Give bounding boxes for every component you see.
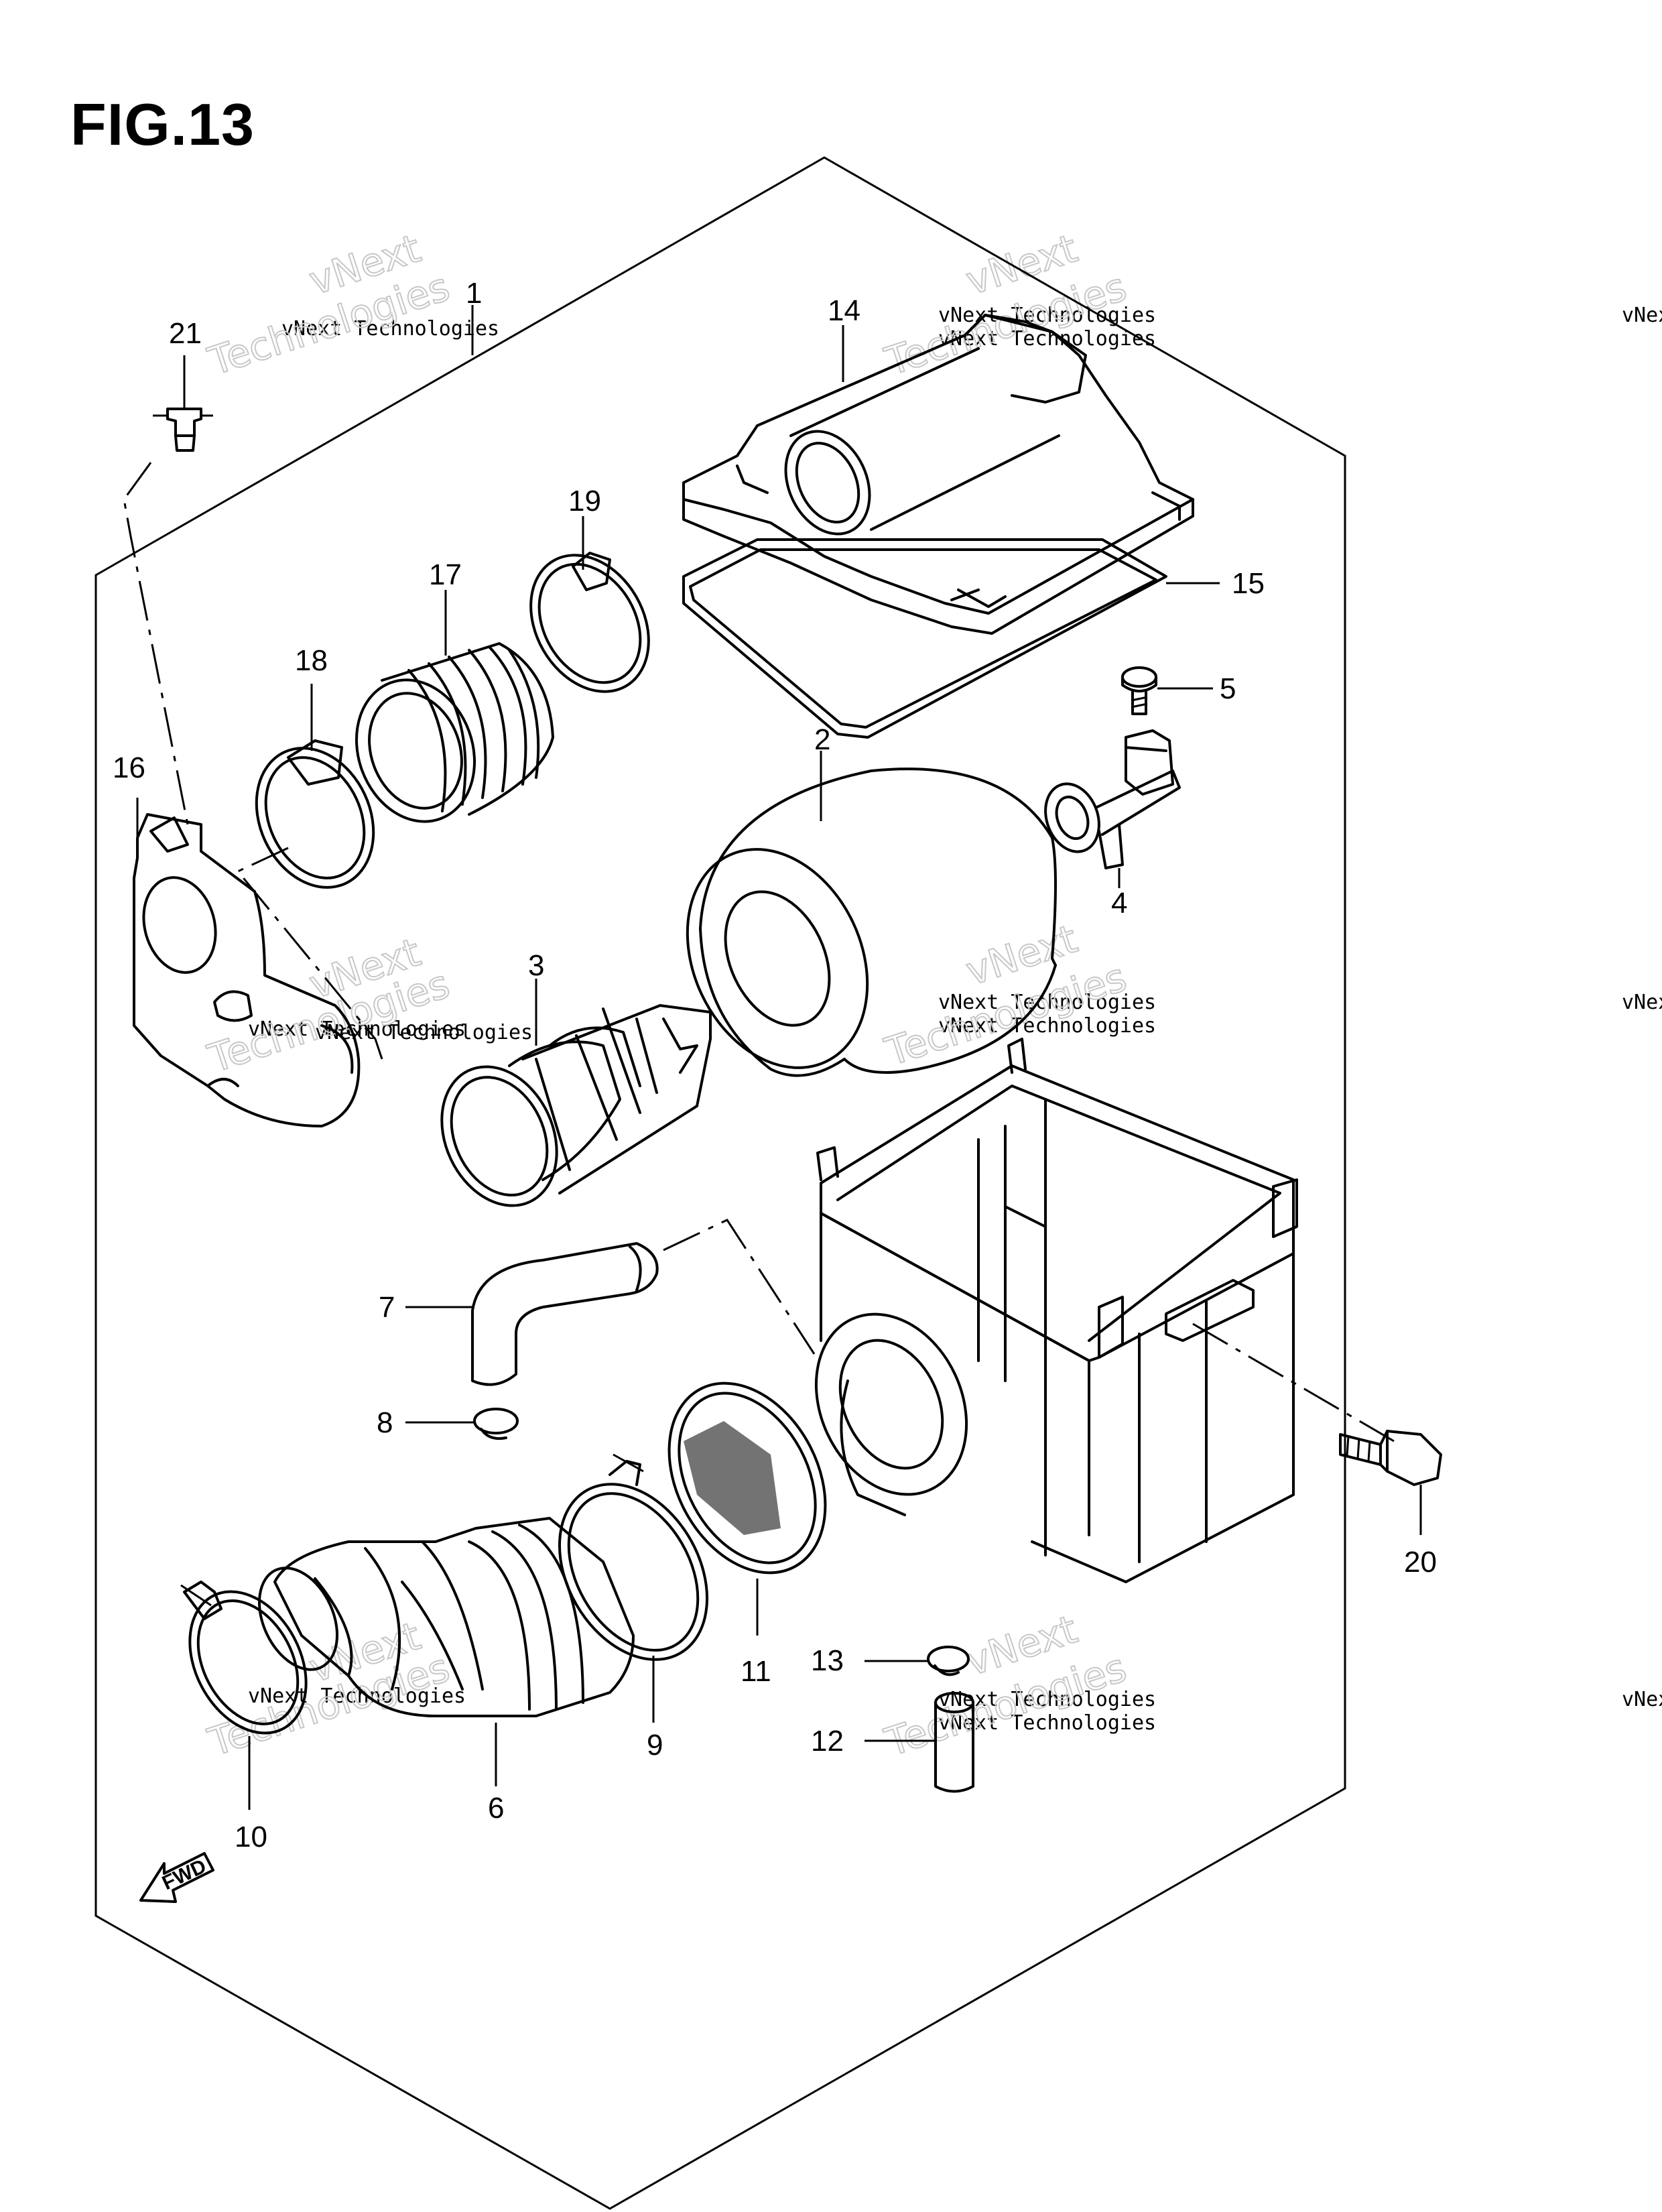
watermark-small: vNext Technologies — [938, 304, 1156, 327]
callouts: 1 2 3 4 5 6 7 8 9 10 11 12 13 14 15 16 1… — [113, 277, 1437, 1853]
part-8-clip — [473, 1408, 519, 1440]
watermark-small: vNext Technologies — [938, 1014, 1156, 1038]
callout-17: 17 — [429, 558, 462, 591]
part-6-outlet-end — [257, 1566, 339, 1671]
part-3-element-cage — [440, 1004, 712, 1207]
watermark-small: vNext Technologies — [938, 1688, 1156, 1711]
callout-2: 2 — [814, 723, 830, 756]
callout-19: 19 — [568, 485, 601, 517]
part-18-clamp — [255, 724, 375, 889]
part-9-clamp — [558, 1453, 709, 1661]
callout-15: 15 — [1232, 567, 1265, 600]
callout-5: 5 — [1220, 672, 1236, 705]
part-12-drain-plug — [934, 1692, 974, 1793]
callout-3: 3 — [528, 949, 544, 982]
part-20-bolt — [1339, 1430, 1442, 1486]
callout-13: 13 — [811, 1644, 844, 1677]
reference-line-18 — [236, 847, 383, 1060]
part-15-seal-ring — [682, 538, 1167, 739]
callout-11: 11 — [741, 1655, 771, 1688]
callout-9: 9 — [647, 1729, 663, 1762]
part-11-screen — [667, 1381, 827, 1575]
screen-mesh — [684, 1421, 781, 1535]
fwd-arrow: FWD — [139, 1852, 214, 1903]
callout-16: 16 — [113, 751, 145, 784]
watermark-small: vNext Technologies — [1622, 991, 1662, 1014]
part-16-intake-duct — [133, 813, 361, 1127]
watermark-small: vNext Technologies — [248, 1018, 466, 1041]
watermark-small: vNext Technologies — [938, 1711, 1156, 1735]
watermarks: vNext Technologies vNext Technologies vN… — [202, 225, 1662, 1766]
part-19-clamp — [529, 550, 650, 693]
part-10-clamp — [180, 1581, 308, 1735]
callout-10: 10 — [235, 1821, 267, 1853]
callout-14: 14 — [828, 294, 860, 327]
callout-6: 6 — [488, 1792, 504, 1825]
part-7-drain-hose — [471, 1242, 659, 1386]
part-14-case-cap — [682, 314, 1194, 635]
watermark-small: vNext Technologies — [281, 317, 499, 341]
part-21-push-rivet — [153, 355, 213, 452]
watermark-small: vNext Technologies — [1622, 304, 1662, 327]
reference-line-21 — [123, 462, 189, 825]
callout-4: 4 — [1111, 887, 1127, 920]
callout-8: 8 — [377, 1406, 393, 1439]
part-6-outlet-tube — [273, 1517, 635, 1717]
watermark-small: vNext Technologies — [938, 991, 1156, 1014]
reference-line-7 — [663, 1219, 816, 1355]
part-17-intake-hose — [355, 642, 554, 823]
callout-21: 21 — [169, 317, 202, 350]
callout-12: 12 — [811, 1725, 844, 1758]
callout-20: 20 — [1404, 1546, 1437, 1579]
callout-7: 7 — [379, 1291, 395, 1324]
air-cleaner-case — [814, 1038, 1298, 1583]
part-4-element-holder — [1044, 729, 1181, 869]
part-5-screw — [1121, 666, 1157, 715]
figure-title: FIG.13 — [70, 91, 255, 158]
part-2-cleaner-element — [686, 767, 1057, 1077]
part-13-clip — [927, 1646, 970, 1676]
reference-line-20 — [1192, 1323, 1395, 1442]
callout-1: 1 — [466, 277, 482, 310]
assembly-boundary — [94, 156, 1346, 2210]
fwd-label: FWD — [159, 1855, 210, 1895]
callout-18: 18 — [295, 644, 328, 677]
watermark-small: vNext Technologies — [1622, 1688, 1662, 1711]
